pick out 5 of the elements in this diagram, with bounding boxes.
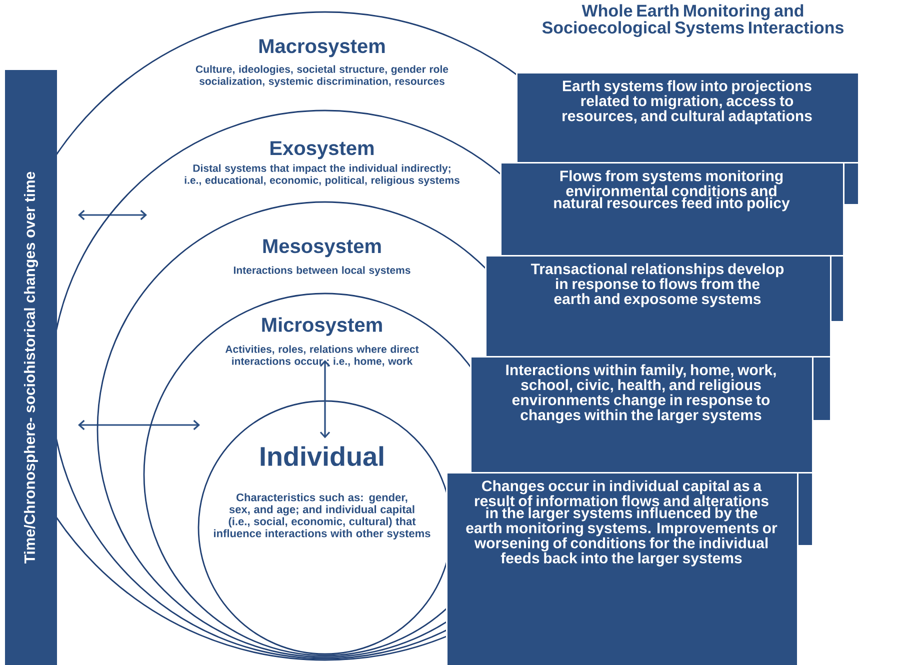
double-arrow — [320, 360, 330, 438]
title: Whole Earth Monitoring and Socioecological Systems Interactions — [542, 4, 844, 38]
text-box: Flows from systems monitoring environmental conditions and natural resources feed into policy — [500, 162, 844, 256]
text-box: Changes occur in individual capital as a result of information flows and alterations in the larger systems influenced by the earth monitoring systems. Improvements or worsening of conditions for the individual feeds back into the larger systems — [446, 472, 798, 665]
text-box: Earth systems flow into projections related to migration, access to resources, and cultural adaptations — [516, 72, 860, 164]
